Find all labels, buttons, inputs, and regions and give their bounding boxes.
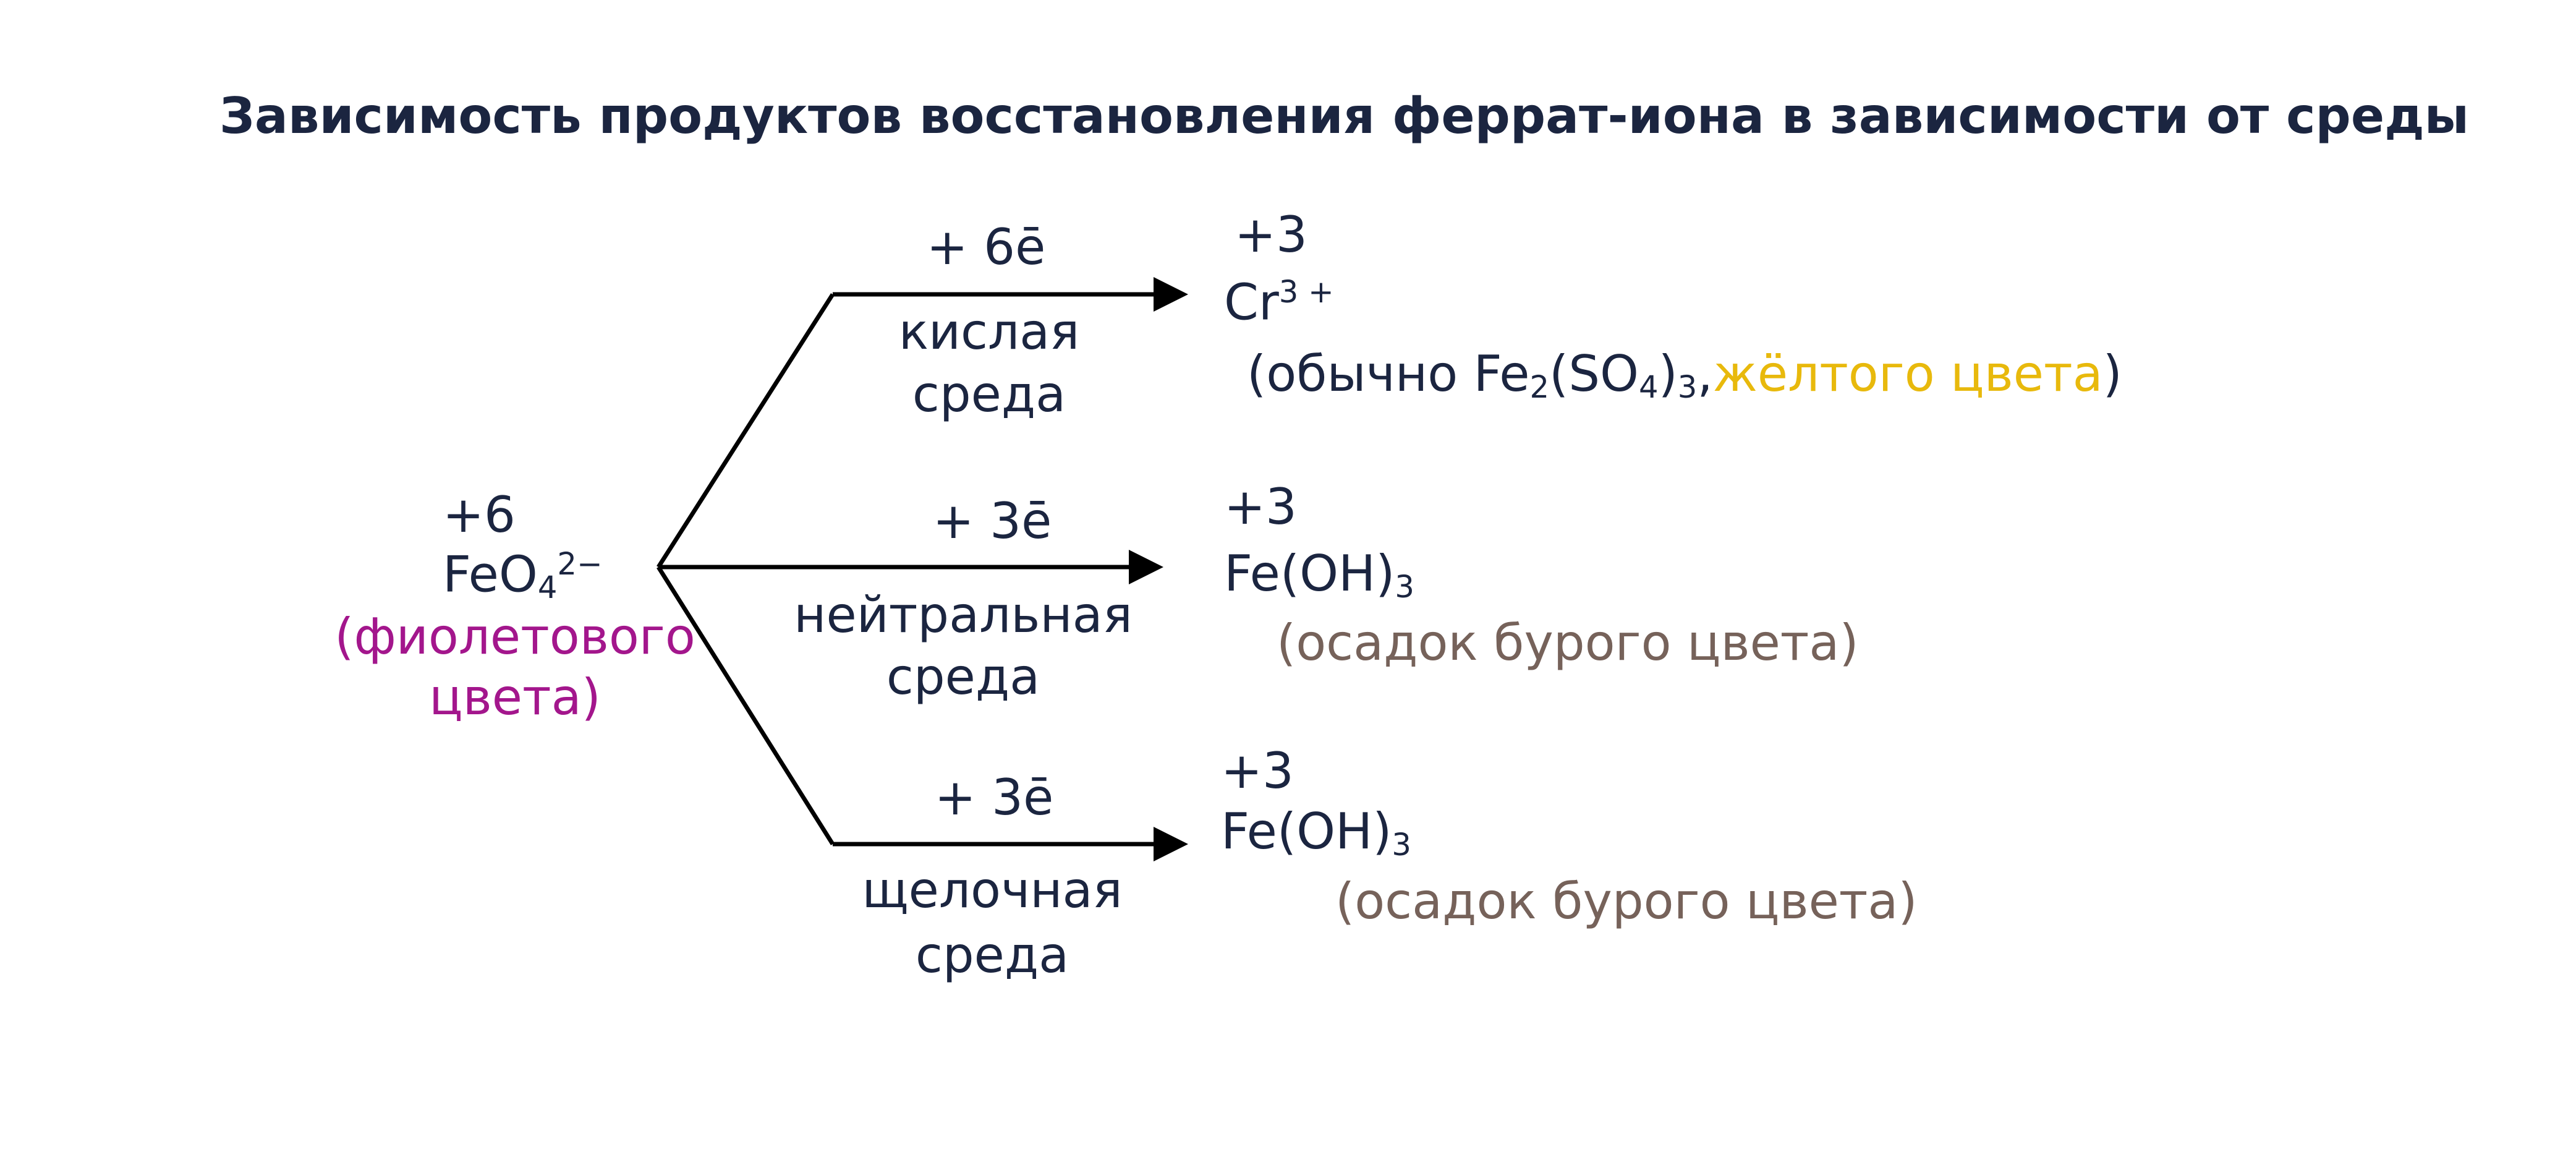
branch-line-upper — [657, 293, 835, 568]
acidic-product-note: (обычно Fe2(SO4)3,жёлтого цвета) — [1247, 349, 2122, 403]
acidic-product-oxidation-state: +3 — [1235, 206, 1307, 263]
acidic-note-prefix: (обычно Fe — [1247, 345, 1530, 403]
alkaline-product-subscript: 3 — [1392, 826, 1411, 863]
alkaline-product-note: (осадок бурого цвета) — [1335, 873, 1918, 930]
reactant-formula: FeO42− — [443, 549, 603, 604]
neutral-medium-line2: среда — [886, 648, 1040, 706]
acidic-product-formula: Cr3 + — [1224, 274, 1334, 327]
reactant-formula-base: FeO — [443, 545, 538, 604]
acidic-note-end: ) — [2102, 345, 2122, 403]
acidic-note-sub2: 4 — [1639, 369, 1659, 405]
alkaline-medium-line2: среда — [915, 926, 1069, 984]
neutral-product-formula: Fe(OH)3 — [1224, 549, 1414, 603]
reactant-color-note-line2: цвета) — [429, 668, 601, 726]
reactant-formula-charge: 2− — [557, 546, 603, 582]
neutral-medium-line1: нейтральная — [794, 586, 1133, 644]
acidic-note-close: ) — [1658, 345, 1678, 403]
acidic-note-sub1: 2 — [1529, 369, 1550, 405]
neutral-electrons-label: + 3ē — [932, 492, 1052, 550]
acidic-note-comma: , — [1697, 345, 1713, 403]
alkaline-product-oxidation-state: +3 — [1221, 742, 1294, 800]
acidic-electrons-label: + 6ē — [926, 218, 1046, 276]
acidic-note-sub3: 3 — [1677, 369, 1698, 405]
acidic-product-charge: 3 + — [1278, 274, 1334, 310]
alkaline-medium-line1: щелочная — [862, 861, 1123, 919]
acidic-note-mid: (SO — [1549, 345, 1639, 403]
neutral-product-note: (осадок бурого цвета) — [1277, 614, 1859, 672]
reactant-formula-subscript: 4 — [537, 570, 558, 606]
acidic-medium-line1: кислая — [898, 303, 1080, 361]
neutral-product-subscript: 3 — [1395, 568, 1414, 605]
alkaline-electrons-label: + 3ē — [934, 769, 1054, 826]
acidic-medium-line2: среда — [912, 365, 1066, 423]
reactant-color-note-line1: (фиолетового — [334, 608, 695, 665]
reactant-oxidation-state: +6 — [443, 486, 516, 544]
diagram-title: Зависимость продуктов восстановления фер… — [219, 87, 2470, 145]
branch-line-lower — [657, 566, 835, 845]
alkaline-product-formula: Fe(OH)3 — [1221, 807, 1411, 861]
acidic-product-base: Cr — [1224, 273, 1279, 331]
acidic-note-color: жёлтого цвета — [1712, 345, 2103, 403]
neutral-product-oxidation-state: +3 — [1224, 478, 1297, 536]
alkaline-product-base: Fe(OH) — [1221, 803, 1392, 860]
neutral-product-base: Fe(OH) — [1224, 545, 1395, 602]
